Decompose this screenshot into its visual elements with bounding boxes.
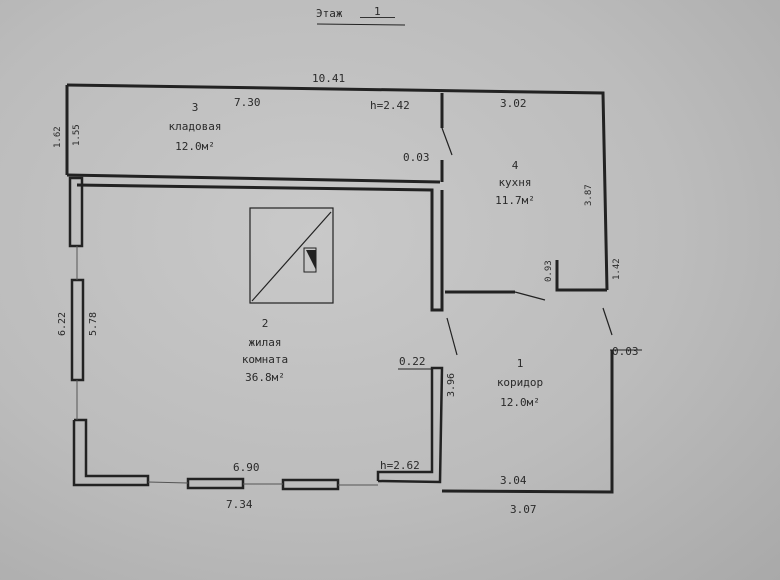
room-name: кухня <box>498 176 532 189</box>
dim-kitchen-width: 3.02 <box>500 97 527 110</box>
dim-living-outer-bottom: 7.34 <box>226 498 253 511</box>
room-name: коридор <box>496 376 544 389</box>
dim-storage-left-outer: 1.62 <box>53 126 63 148</box>
dim-wall-gap-top: 0.03 <box>403 151 430 164</box>
storage-bottom-wall <box>66 173 441 184</box>
dim-corridor-width: 3.04 <box>500 474 527 487</box>
dim-living-height: h=2.62 <box>380 459 420 472</box>
bottom-wall-seg <box>281 478 340 491</box>
dim-storage-left-inner: 1.55 <box>72 124 82 146</box>
dim-living-left-outer: 6.22 <box>57 311 68 336</box>
room-area: 36.8м² <box>245 371 285 384</box>
dim-kitchen-depth: 3.87 <box>584 184 594 206</box>
room-number: 1 <box>516 357 524 370</box>
room-area: 12.0м² <box>500 396 540 409</box>
dim-storage-height: h=2.42 <box>370 99 410 112</box>
living-left-wall-bottom <box>72 418 150 487</box>
dim-partition-width: 0.22 <box>399 355 426 368</box>
room-name: кладовая <box>168 120 222 133</box>
bottom-wall-seg <box>186 477 245 490</box>
corridor-wall <box>441 350 614 494</box>
room-storage: 3 кладовая 12.0м² <box>150 102 240 152</box>
room-number: 3 <box>191 101 199 114</box>
dim-corridor-outer-bottom: 3.07 <box>510 503 537 516</box>
outer-wall <box>66 83 609 291</box>
room-corridor: 1 коридор 12.0м² <box>480 358 560 408</box>
living-inner-wall <box>76 183 444 312</box>
floor-label: Этаж <box>316 7 343 20</box>
room-kitchen: 4 кухня 11.7м² <box>475 160 555 206</box>
stove-door-fill <box>306 250 316 270</box>
door-swing <box>514 291 546 301</box>
dim-corridor-depth: 3.96 <box>446 372 457 397</box>
dim-storage-width: 7.30 <box>234 96 261 109</box>
living-left-wall-mid <box>70 278 85 382</box>
dim-line <box>316 23 406 26</box>
dim-right-gap: 0.03 <box>612 345 639 358</box>
living-left-wall-top <box>68 176 84 248</box>
room-number: 2 <box>261 317 269 330</box>
dim-living-left-inner: 5.78 <box>88 311 99 336</box>
dim-overall-top: 10.41 <box>312 72 346 85</box>
door-swing <box>602 307 613 336</box>
dim-kitchen-notch: 0.93 <box>544 260 554 282</box>
bottom-wall-right <box>376 366 444 484</box>
dim-right-segment: 1.42 <box>612 258 622 280</box>
room-area: 11.7м² <box>495 194 535 207</box>
door-swing <box>441 127 453 156</box>
room-area: 12.0м² <box>175 140 215 153</box>
room-number: 4 <box>511 159 519 172</box>
kitchen-notch <box>555 260 607 292</box>
door-swing <box>446 317 458 356</box>
dim-living-inner-bottom: 6.90 <box>233 461 260 474</box>
window <box>147 481 189 484</box>
floor-number: 1 <box>360 6 395 18</box>
stove-diagonal <box>251 211 332 302</box>
stove <box>249 207 334 304</box>
room-name: жилая комната <box>241 336 289 366</box>
room-living: 2 жилая комната 36.8м² <box>215 318 315 383</box>
